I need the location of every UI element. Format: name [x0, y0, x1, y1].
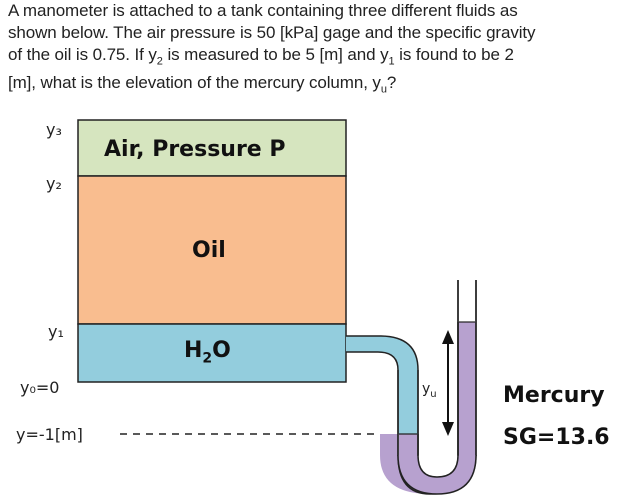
label-water: H2O: [184, 338, 231, 366]
water-layer: [77, 323, 347, 383]
q3-c: is found to be 2: [394, 45, 514, 64]
label-oil: Oil: [192, 238, 226, 263]
problem-statement: A manometer is attached to a tank contai…: [8, 0, 628, 101]
label-mercury: Mercury: [503, 383, 605, 408]
q4-a: [m], what is the elevation of the mercur…: [8, 73, 381, 93]
question-line-3: of the oil is 0.75. If y2 is measured to…: [8, 44, 628, 72]
label-y2: y₂: [46, 174, 62, 193]
label-y-negative-one: y=-1[m]: [16, 425, 83, 444]
label-y3: y₃: [46, 120, 62, 139]
air-layer: [77, 119, 347, 177]
question-line-2: shown below. The air pressure is 50 [kPa…: [8, 23, 536, 42]
q4-subu: u: [380, 83, 387, 96]
label-y0: y₀=0: [20, 378, 60, 397]
question-line-1: A manometer is attached to a tank contai…: [8, 1, 518, 20]
label-air: Air, Pressure P: [104, 137, 286, 162]
water-sub: 2: [202, 350, 213, 367]
oil-layer: [77, 175, 347, 325]
water-h: H: [184, 338, 203, 363]
yu-arrow-up-head: [442, 330, 454, 344]
q3-b: is measured to be 5 [m] and y: [162, 45, 389, 64]
yu-y: y: [422, 381, 431, 397]
q3-a: of the oil is 0.75. If y: [8, 45, 157, 64]
question-line-4: [m], what is the elevation of the mercur…: [8, 72, 628, 100]
label-yu: yu: [422, 381, 437, 400]
label-sg: SG=13.6: [503, 425, 610, 450]
yu-sub: u: [430, 388, 437, 400]
q3-sub1: 1: [388, 55, 395, 68]
label-y1: y₁: [48, 322, 64, 341]
q4-b: ?: [386, 73, 397, 93]
water-o: O: [212, 338, 231, 363]
q3-sub2: 2: [156, 55, 163, 68]
yu-arrow-down-head: [442, 422, 454, 436]
